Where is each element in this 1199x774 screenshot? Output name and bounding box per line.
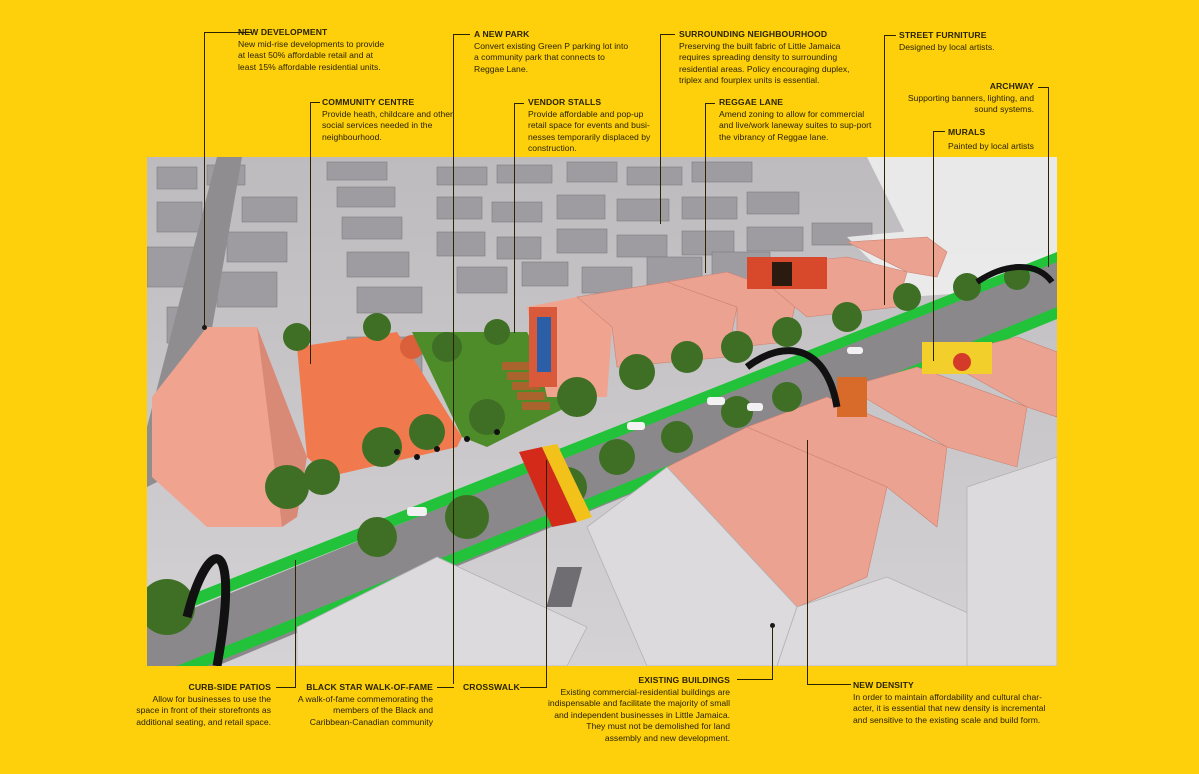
annotation-body: Convert existing Green P parking lot int… (474, 40, 629, 74)
leader-crosswalk-tick (520, 687, 547, 688)
leader-curb-side-patios-tick (276, 687, 296, 688)
annotation-title: BLACK STAR WALK-OF-FAME (306, 682, 433, 692)
annotation-new-park: A NEW PARK Convert existing Green P park… (474, 29, 632, 75)
annotation-body: In order to maintain affordability and c… (853, 691, 1046, 725)
annotation-body: A walk-of-fame commemorating the members… (297, 693, 433, 727)
annotation-surrounding-neighbourhood: SURROUNDING NEIGHBOURHOOD Preserving the… (679, 29, 869, 87)
aerial-render (147, 157, 1057, 666)
anchor-dot (770, 623, 775, 628)
annotation-new-density: NEW DENSITY In order to maintain afforda… (853, 680, 1053, 726)
cars (407, 347, 863, 516)
annotation-black-star-walk: BLACK STAR WALK-OF-FAME A walk-of-fame c… (295, 682, 433, 728)
annotation-reggae-lane: REGGAE LANE Amend zoning to allow for co… (719, 97, 879, 143)
annotation-title: EXISTING BUILDINGS (638, 675, 730, 685)
annotation-title: CROSSWALK (463, 682, 520, 692)
leader-street-furniture-tick (884, 35, 896, 36)
archway-middle (744, 347, 841, 408)
annotation-body: Existing commercial-residential building… (548, 686, 730, 743)
leader-existing-buildings-tick (737, 679, 773, 680)
leader-reggae-lane-tick (705, 103, 715, 104)
annotation-crosswalk: CROSSWALK (463, 682, 523, 694)
annotation-body: Allow for businesses to use the space in… (136, 693, 271, 727)
leader-existing-buildings (772, 625, 773, 680)
leader-archway-tick (1038, 87, 1049, 88)
leader-vendor-stalls-tick (514, 103, 524, 104)
crosswalk-yellow (542, 444, 592, 522)
archway-east (975, 264, 1055, 285)
annotation-title: SURROUNDING NEIGHBOURHOOD (679, 29, 828, 39)
annotation-new-development: NEW DEVELOPMENT New mid-rise development… (238, 27, 388, 73)
annotation-street-furniture: STREET FURNITURE Designed by local artis… (899, 30, 1039, 53)
leader-community-centre (310, 102, 311, 364)
leader-street-furniture (884, 35, 885, 305)
mural-figure (837, 377, 867, 417)
leader-new-development (204, 32, 205, 327)
crosswalk-red (519, 447, 577, 527)
leader-black-star-walk-tick (437, 687, 454, 688)
annotation-title: MURALS (948, 127, 986, 137)
anchor-dot (202, 325, 207, 330)
annotation-body: Provide affordable and pop-up retail spa… (528, 108, 651, 154)
annotation-community-centre: COMMUNITY CENTRE Provide heath, childcar… (322, 97, 454, 143)
annotation-title: ARCHWAY (989, 81, 1034, 91)
annotation-title: STREET FURNITURE (899, 30, 987, 40)
leader-new-density-tick (807, 684, 851, 685)
annotation-title: A NEW PARK (474, 29, 530, 39)
leader-surrounding-neighbourhood (660, 34, 661, 224)
new-density-buildings-south (666, 336, 1057, 608)
leader-new-development-tick (204, 32, 252, 33)
annotation-archway: ARCHWAY Supporting banners, lighting, an… (900, 81, 1034, 116)
annotation-body: Preserving the built fabric of Little Ja… (679, 40, 850, 86)
leader-new-park-tick (453, 34, 470, 35)
annotation-title: VENDOR STALLS (528, 97, 602, 107)
archway-west (182, 554, 231, 666)
annotation-body: New mid-rise developments to provide at … (238, 38, 385, 72)
annotation-title: COMMUNITY CENTRE (322, 97, 415, 107)
existing-buildings (296, 456, 1057, 666)
vendor-stalls (502, 362, 550, 410)
leader-reggae-lane (705, 103, 706, 273)
annotation-title: REGGAE LANE (719, 97, 784, 107)
leader-murals (933, 131, 934, 361)
leader-archway (1048, 87, 1049, 267)
walk-of-fame-stars (394, 429, 500, 460)
leader-new-density (807, 440, 808, 685)
annotation-body: Designed by local artists. (899, 41, 995, 52)
annotation-body: Painted by local artists (948, 140, 1034, 151)
leader-new-park (453, 34, 454, 684)
annotation-murals: MURALS Painted by local artists (948, 127, 1058, 152)
leader-vendor-stalls (514, 103, 515, 333)
annotation-title: CURB-SIDE PATIOS (188, 682, 271, 692)
leader-crosswalk (546, 460, 547, 687)
annotation-curb-side-patios: CURB-SIDE PATIOS Allow for businesses to… (128, 682, 271, 728)
annotation-body: Provide heath, childcare and other socia… (322, 108, 453, 142)
leader-surrounding-neighbourhood-tick (660, 34, 675, 35)
leader-community-centre-tick (310, 102, 320, 103)
annotation-body: Supporting banners, lighting, and sound … (907, 92, 1034, 115)
leader-curb-side-patios (295, 560, 296, 687)
leader-murals-tick (933, 131, 945, 132)
annotation-title: NEW DENSITY (853, 680, 914, 690)
annotation-existing-buildings: EXISTING BUILDINGS Existing commercial-r… (548, 675, 730, 745)
annotation-body: Amend zoning to allow for commercial and… (719, 108, 872, 142)
annotation-vendor-stalls: VENDOR STALLS Provide affordable and pop… (528, 97, 656, 155)
annotation-title: NEW DEVELOPMENT (238, 27, 328, 37)
